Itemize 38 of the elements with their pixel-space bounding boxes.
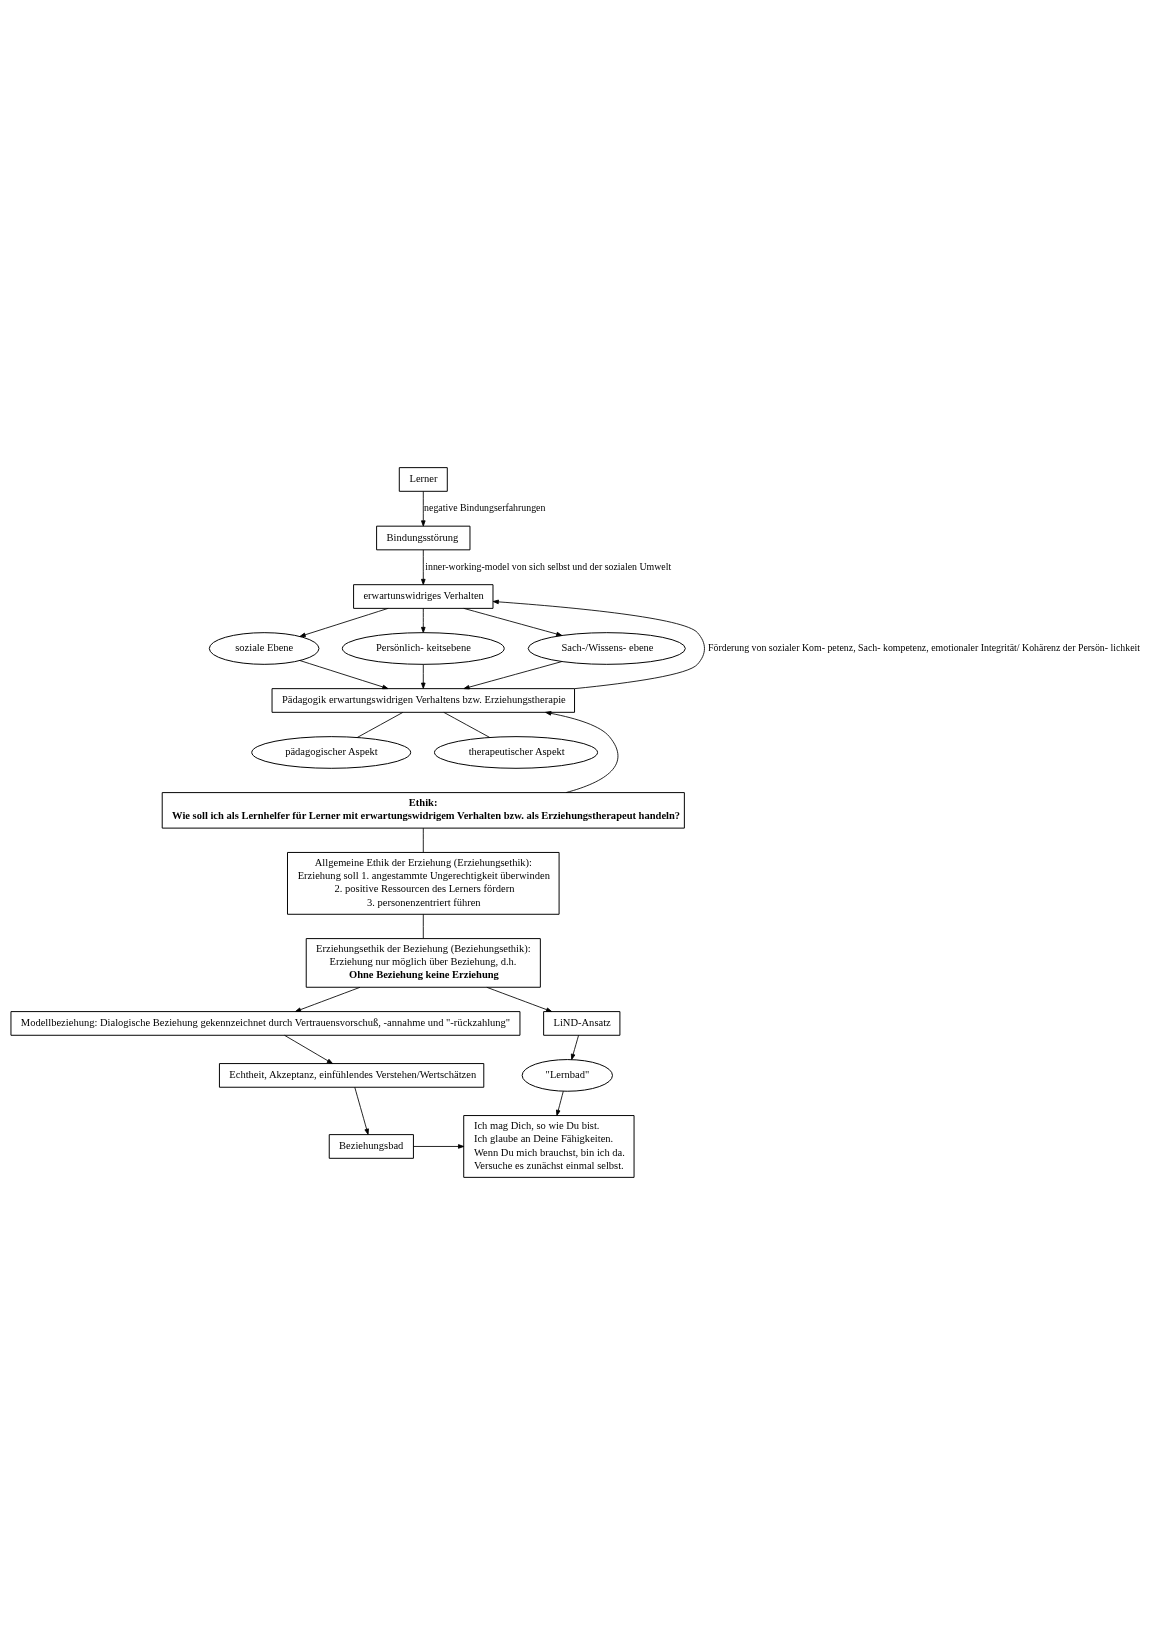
node-box: Ethik: Wie soll ich als Lernhelfer für Lerner mit erwartungswidrigem Verhalten bzw. als Erziehungstherapeut handeln?: [161, 792, 685, 829]
node-box: Pädagogik erwartungswidrigen Verhaltens bzw. Erziehungstherapie: [271, 688, 576, 713]
connector: [422, 827, 424, 853]
arrow: [545, 711, 619, 793]
arrow: [354, 1086, 369, 1135]
node-ellipse: therapeutischer Aspekt: [433, 736, 599, 769]
edge-label: inner-working-model von sich selbst und der sozialen Umwelt: [425, 560, 672, 572]
connector: [422, 913, 424, 939]
edge-label: negative Bindungserfahrungen: [424, 502, 546, 514]
connector: [356, 711, 404, 738]
node-box: erwartunswidriges Verhalten: [353, 584, 494, 609]
node-box: Beziehungsbad: [328, 1134, 414, 1159]
arrow: [299, 607, 389, 637]
arrow: [492, 599, 705, 690]
edge-label: Förderung von sozialer Kom- petenz, Sach- kompetenz, emotionaler Integrität/ Kohärenz der Persön- lichkeit: [708, 641, 1141, 653]
arrow: [421, 608, 426, 634]
arrow: [284, 1034, 333, 1064]
node-box: Ich mag Dich, so wie Du bist. Ich glaube an Deine Fähigkeiten. Wenn Du mich brauchst, bin ich da. Versuche es zunächst einmal selbst.: [463, 1115, 635, 1178]
arrow: [299, 660, 389, 690]
arrow: [463, 607, 563, 637]
node-box: Modellbeziehung: Dialogische Beziehung gekennzeichnet durch Vertrauensvorschuß, -annahme und "-rückzahlung": [10, 1011, 521, 1036]
arrow: [421, 549, 426, 585]
node-ellipse: pädagogischer Aspekt: [251, 736, 412, 769]
arrow: [463, 661, 563, 690]
node-box: Erziehungsethik der Beziehung (Beziehungsethik): Erziehung nur möglich über Beziehung, d.h. Ohne Beziehung keine Erziehung: [305, 938, 541, 988]
node-box: Bindungsstörung: [376, 525, 471, 551]
arrow: [421, 663, 426, 689]
node-ellipse: Persönlich- keitsebene: [341, 632, 505, 665]
arrow: [556, 1090, 564, 1116]
node-box: Echtheit, Akzeptanz, einfühlendes Verstehen/Wertschätzen: [218, 1063, 485, 1088]
node-box: Lerner: [398, 467, 448, 492]
arrow: [413, 1144, 465, 1149]
node-ellipse: "Lernbad": [521, 1059, 613, 1092]
arrow: [570, 1034, 579, 1060]
node-box: LiND-Ansatz: [543, 1011, 621, 1036]
arrow: [421, 491, 426, 527]
node-box: Allgemeine Ethik der Erziehung (Erziehungsethik): Erziehung soll 1. angestammte Ungerechtigkeit überwinden 2. positive Ressourcen des Lerners fördern 3. personenzentriert führen: [287, 851, 560, 915]
connector: [443, 711, 491, 738]
